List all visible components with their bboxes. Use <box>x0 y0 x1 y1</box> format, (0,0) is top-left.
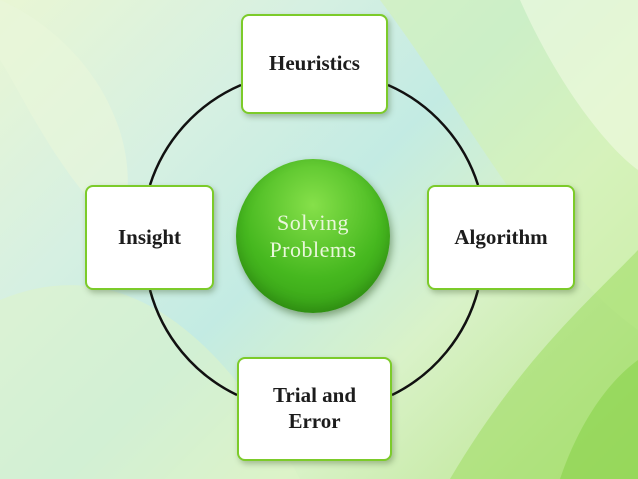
node-algorithm: Algorithm <box>427 185 575 290</box>
node-insight: Insight <box>85 185 214 290</box>
node-trial-line-1: Trial and <box>272 383 357 408</box>
connector-arc-top-right <box>387 83 480 186</box>
bg-swoosh <box>450 250 638 479</box>
center-circle-solving-problems: Solving Problems <box>236 159 390 313</box>
node-insight-line-1: Insight <box>117 224 182 249</box>
connector-arc-bottom-left <box>148 289 238 397</box>
node-trial-and-error: Trial and Error <box>237 357 392 461</box>
node-algorithm-line-1: Algorithm <box>454 224 548 249</box>
connector-arc-right-bottom <box>391 289 480 397</box>
bg-swoosh <box>520 0 638 170</box>
node-heuristics-line-1: Heuristics <box>269 51 360 76</box>
node-heuristics: Heuristics <box>241 14 388 114</box>
node-trial-and-error-label: Trial and Error <box>273 383 356 434</box>
connector-arc-left-top <box>148 83 242 186</box>
bg-swoosh <box>0 0 128 230</box>
node-algorithm-label: Algorithm <box>454 225 547 251</box>
bg-swoosh <box>560 360 638 479</box>
center-line-2: Problems <box>269 237 357 262</box>
bg-swoosh <box>0 285 300 479</box>
node-heuristics-label: Heuristics <box>269 51 360 77</box>
node-trial-line-2: Error <box>288 409 341 433</box>
center-line-1: Solving <box>277 209 349 235</box>
node-insight-label: Insight <box>118 225 181 251</box>
